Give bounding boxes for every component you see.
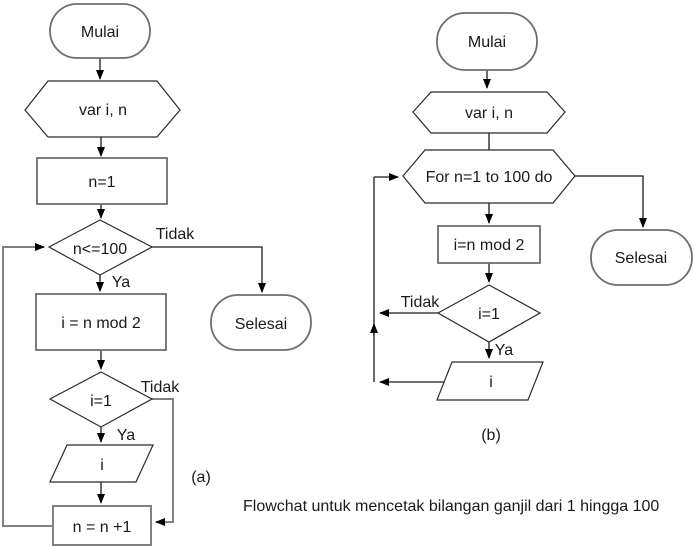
b-arrow-for-to-end: [575, 175, 647, 228]
b-start-label: Mulai: [468, 34, 506, 51]
a-start-label: Mulai: [81, 24, 119, 41]
b-mod-process-shape: [437, 225, 541, 264]
a-increment-label: n = n +1: [73, 519, 132, 536]
a-figure-label: (a): [191, 469, 211, 486]
b-output-shape: [436, 361, 544, 401]
a-declaration-shape: [24, 80, 181, 138]
b-for-loop-shape: [402, 149, 576, 204]
b-declaration-label: var i, n: [465, 105, 513, 122]
a-odd-no-label: Tidak: [141, 379, 181, 396]
b-odd-condition-shape: [436, 284, 542, 343]
b-figure-label: (b): [481, 427, 501, 444]
flowchart-b: Mulai var i, n For n=1 to 100 do Selesai…: [370, 12, 693, 444]
a-loop-no-label: Tidak: [156, 226, 196, 243]
flowchart-a: Mulai var i, n n=1 n<=100 Tidak Ya Seles…: [2, 3, 312, 546]
a-increment-process-shape: [52, 505, 152, 546]
a-loop-yes-label: Ya: [112, 274, 130, 291]
b-mod-process-label: i=n mod 2: [454, 237, 525, 254]
a-odd-condition-shape: [48, 371, 154, 428]
b-for-loop-label: For n=1 to 100 do: [426, 169, 553, 186]
a-loop-condition-shape: [47, 219, 154, 276]
b-odd-condition-label: i=1: [478, 306, 500, 323]
a-odd-yes-label: Ya: [117, 427, 135, 444]
a-loop-condition-label: n<=100: [73, 241, 127, 258]
a-output-label: i: [100, 457, 104, 474]
a-arrow-odd-no-to-increment: [152, 398, 174, 526]
a-arrow-loop-back: [2, 243, 53, 527]
a-end-terminator-shape: [210, 294, 312, 351]
b-end-label: Selesai: [615, 250, 667, 267]
b-declaration-shape: [412, 91, 566, 134]
figure-caption: Flowchat untuk mencetak bilangan ganjil …: [243, 498, 659, 515]
a-output-shape: [49, 444, 154, 483]
a-declaration-label: var i, n: [79, 102, 127, 119]
a-start-terminator-shape: [49, 3, 151, 59]
a-odd-condition-label: i=1: [90, 393, 112, 410]
a-mod-process-label: i = n mod 2: [61, 315, 141, 332]
a-init-process-shape: [36, 157, 168, 205]
a-arrow-condition-no-to-end: [152, 246, 266, 293]
b-end-terminator-shape: [590, 229, 693, 286]
a-mod-process-shape: [35, 293, 167, 351]
b-odd-no-label: Tidak: [401, 294, 441, 311]
b-odd-yes-label: Ya: [495, 342, 513, 359]
b-output-label: i: [489, 374, 493, 391]
a-end-label: Selesai: [235, 316, 287, 333]
b-start-terminator-shape: [436, 12, 538, 71]
a-init-label: n=1: [88, 174, 115, 191]
